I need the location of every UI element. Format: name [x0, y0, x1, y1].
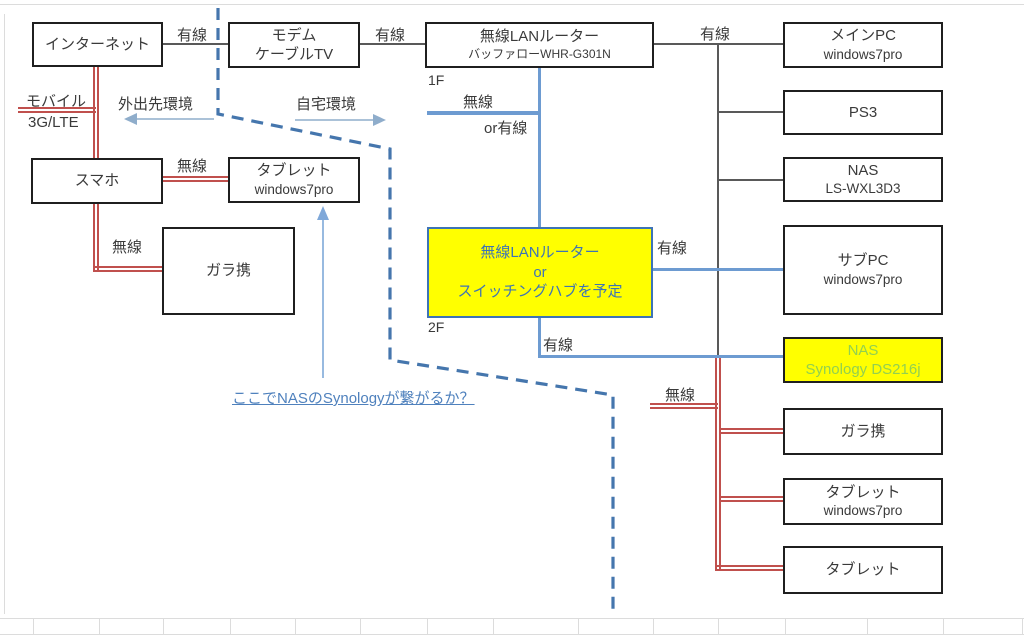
connection-hub-lower: [538, 318, 541, 358]
connection-smartphone-down: [93, 204, 99, 272]
device-label: モデム: [271, 26, 317, 44]
grid-column-tick: [943, 618, 944, 634]
device-box-internet: インターネット: [32, 22, 163, 67]
label-wireless-smartphone: 無線: [177, 158, 208, 175]
device-box-garakei-left: ガラ携: [162, 227, 295, 315]
connection-trunk-ps3: [718, 111, 783, 113]
note-synology-question: ここでNASのSynologyが繋がるか？: [232, 390, 475, 407]
device-sublabel: windows7pro: [823, 271, 903, 287]
grid-column-tick: [99, 618, 100, 634]
device-label: インターネット: [44, 35, 150, 53]
device-label: ガラ携: [840, 422, 886, 440]
device-sublabel: or: [533, 263, 547, 281]
device-label: NAS: [847, 161, 879, 179]
device-box-nas-synology: NAS Synology DS216j: [783, 337, 943, 383]
label-wired-subpc: 有線: [657, 240, 688, 257]
connection-mobile-tick: [18, 107, 96, 113]
grid-column-tick: [1022, 618, 1023, 634]
device-sublabel: windows7pro: [254, 181, 334, 197]
device-box-hub-2f: 無線LANルーター or スイッチングハブを予定: [427, 227, 653, 318]
device-label: 無線LANルーター: [479, 28, 600, 46]
device-box-tablet-right-win: タブレット windows7pro: [783, 478, 943, 525]
device-sublabel: Synology DS216j: [805, 361, 921, 378]
connection-hub-trunk-wired: [538, 355, 783, 358]
device-box-ps3: PS3: [783, 90, 943, 135]
connection-wireless-tick-right: [650, 403, 718, 409]
grid-column-tick: [33, 618, 34, 634]
label-env-outside: 外出先環境: [118, 96, 194, 113]
arrow-up-icon: [317, 206, 329, 220]
label-wired-2: 有線: [375, 27, 406, 44]
device-sublabel: ケーブルTV: [254, 46, 334, 63]
trunk-line-red: [715, 358, 721, 571]
grid-column-tick: [163, 618, 164, 634]
device-label: タブレット: [825, 483, 901, 501]
arrow-right-icon: [373, 114, 386, 126]
grid-line-bottom-1: [0, 618, 1024, 619]
device-label: タブレット: [256, 162, 332, 180]
grid-column-tick: [718, 618, 719, 634]
grid-column-tick: [578, 618, 579, 634]
label-wireless-1f: 無線: [463, 94, 494, 111]
label-floor-2f: 2F: [428, 319, 445, 335]
device-sublabel: バッファローWHR-G301N: [468, 46, 611, 61]
device-label: 無線LANルーター: [480, 244, 600, 262]
device-sublabel: windows7pro: [823, 503, 903, 519]
device-box-tablet-right: タブレット: [783, 546, 943, 594]
device-box-router-1f: 無線LANルーター バッファローWHR-G301N: [425, 22, 654, 68]
device-box-sub-pc: サブPC windows7pro: [783, 225, 943, 315]
grid-column-tick: [360, 618, 361, 634]
device-label: PS3: [848, 103, 878, 121]
grid-column-tick: [295, 618, 296, 634]
label-mobile: モバイル: [26, 93, 87, 110]
label-or-wired: or有線: [484, 120, 528, 137]
label-mobile-tech: 3G/LTE: [28, 114, 79, 131]
connection-trunk-nas: [718, 179, 783, 181]
device-box-tablet-left: タブレット windows7pro: [228, 157, 360, 203]
grid-column-tick: [653, 618, 654, 634]
device-label: スマホ: [74, 172, 120, 190]
arrow-left-icon: [124, 113, 137, 125]
device-sublabel: LS-WXL3D3: [825, 181, 901, 197]
label-floor-1f: 1F: [428, 72, 445, 88]
connection-hub-subpc: [653, 268, 783, 271]
label-wired-3: 有線: [700, 26, 731, 43]
connection-internet-modem: [163, 43, 228, 45]
grid-column-tick: [785, 618, 786, 634]
grid-line-top: [0, 4, 1024, 5]
grid-column-tick: [867, 618, 868, 634]
connection-smartphone-garakei: [93, 266, 162, 272]
connection-trunk-tabletwin: [721, 496, 783, 502]
grid-column-tick: [230, 618, 231, 634]
device-box-nas-buffalo: NAS LS-WXL3D3: [783, 157, 943, 202]
device-label: NAS: [847, 341, 879, 359]
label-env-home: 自宅環境: [296, 96, 357, 113]
device-sublabel2: スイッチングハブを予定: [457, 283, 623, 301]
grid-column-tick: [493, 618, 494, 634]
grid-line-bottom-2: [0, 634, 1024, 635]
connection-smartphone-tablet: [163, 176, 228, 182]
label-wired-2f: 有線: [543, 337, 574, 354]
trunk-line-black: [717, 43, 719, 358]
grid-line-left: [4, 14, 5, 614]
label-wireless-garakei: 無線: [112, 239, 143, 256]
device-sublabel: windows7pro: [823, 46, 903, 62]
connection-router-hub-upper: [538, 67, 541, 227]
connection-trunk-tablet: [715, 565, 783, 571]
device-label: タブレット: [825, 561, 901, 579]
device-box-main-pc: メインPC windows7pro: [783, 22, 943, 68]
device-box-garakei-right: ガラ携: [783, 408, 943, 455]
device-box-smartphone: スマホ: [31, 158, 163, 204]
label-wired-1: 有線: [177, 27, 208, 44]
grid-column-tick: [427, 618, 428, 634]
connection-trunk-garakei: [721, 428, 783, 434]
label-wireless-right: 無線: [665, 387, 696, 404]
device-box-modem: モデム ケーブルTV: [228, 22, 360, 68]
device-label: サブPC: [837, 252, 889, 270]
device-label: ガラ携: [205, 262, 251, 280]
device-label: メインPC: [830, 27, 896, 45]
